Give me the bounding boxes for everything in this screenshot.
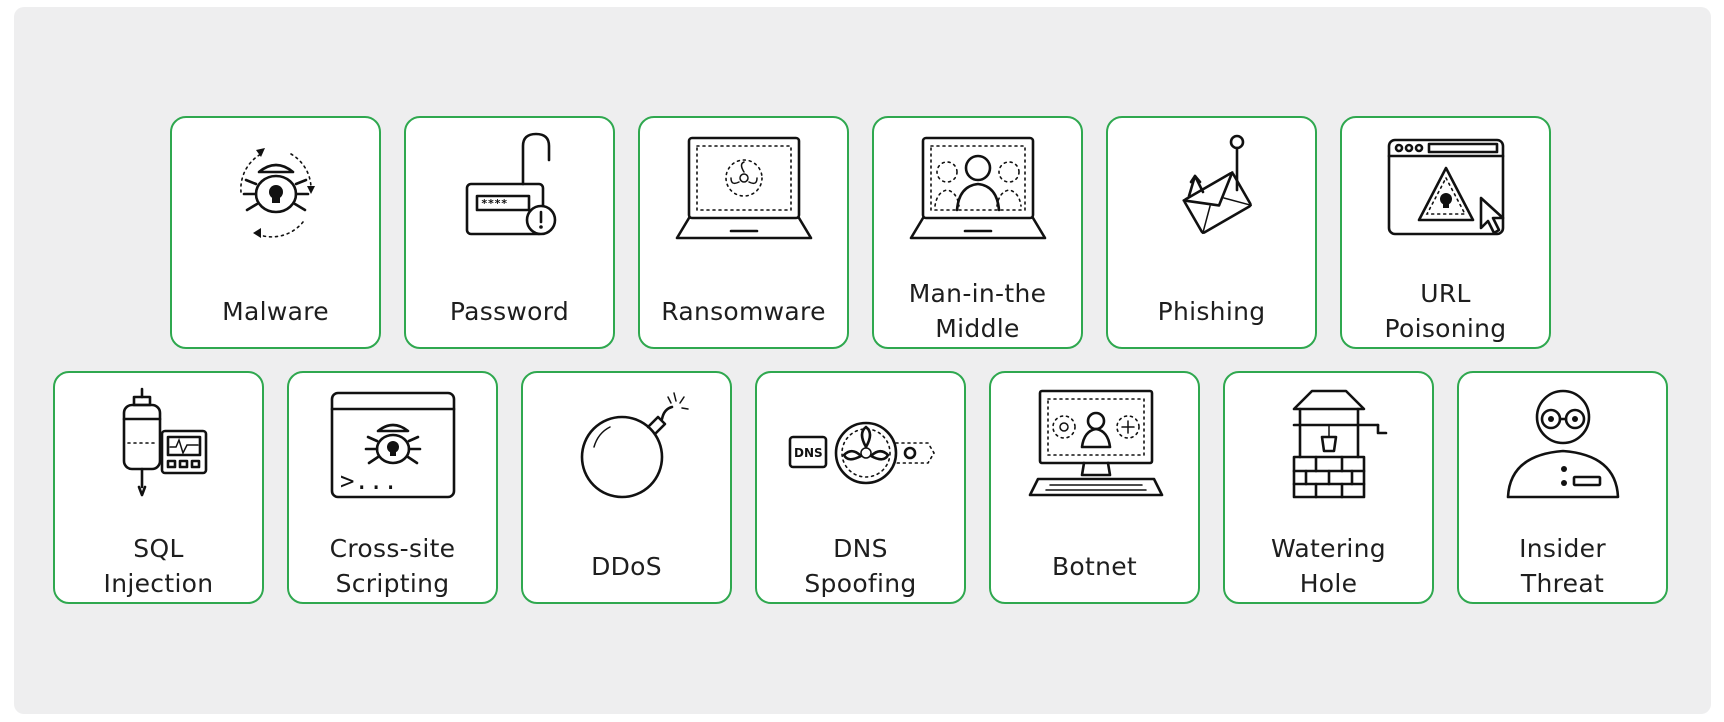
ransomware-laptop-icon [675, 136, 812, 240]
prompt-text: >... [340, 467, 398, 495]
botnet-computer-icon [1028, 389, 1163, 497]
phishing-hook-envelope-icon [1181, 134, 1252, 235]
card-label: Malware [222, 296, 329, 326]
card-password: **** Password [404, 116, 615, 349]
insider-threat-person-icon [1506, 389, 1619, 499]
dns-box-text: DNS [794, 446, 823, 460]
card-ddos: DDoS [521, 371, 732, 604]
malware-bug-icon [239, 148, 315, 238]
card-label: URL Poisoning [1384, 279, 1507, 343]
man-in-the-middle-laptop-icon [909, 136, 1046, 240]
card-watering-hole: Watering Hole [1223, 371, 1434, 604]
card-label: Botnet [1051, 551, 1138, 581]
card-malware: Malware [170, 116, 381, 349]
diagram-panel: Malware **** Password Ransomware [14, 7, 1711, 714]
card-url-poisoning: URL Poisoning [1340, 116, 1551, 349]
card-label: Password [449, 296, 570, 326]
card-botnet: Botnet [989, 371, 1200, 604]
sql-injection-iv-bag-icon [122, 387, 207, 497]
card-label: Man-in-the Middle [908, 279, 1047, 343]
card-man-in-the-middle: Man-in-the Middle [872, 116, 1083, 349]
card-cross-site-scripting: >... Cross-site Scripting [287, 371, 498, 604]
card-label: Watering Hole [1271, 534, 1386, 598]
card-label: Insider Threat [1519, 534, 1606, 598]
card-ransomware: Ransomware [638, 116, 849, 349]
password-padlock-icon: **** [465, 132, 556, 236]
card-label: SQL Injection [103, 534, 214, 598]
password-mask-text: **** [481, 197, 508, 210]
url-poisoning-browser-warning-icon [1387, 138, 1504, 236]
card-label: DNS Spoofing [804, 534, 917, 598]
cross-site-scripting-window-icon: >... [330, 391, 455, 499]
card-label: Ransomware [661, 296, 826, 326]
card-label: DDoS [591, 551, 662, 581]
watering-hole-well-icon [1292, 389, 1387, 499]
card-dns-spoofing: DNS DNS Spoofing [755, 371, 966, 604]
card-phishing: Phishing [1106, 116, 1317, 349]
card-label: Phishing [1157, 296, 1266, 326]
ddos-bomb-icon [580, 392, 689, 499]
card-sql-injection: SQL Injection [53, 371, 264, 604]
card-insider-threat: Insider Threat [1457, 371, 1668, 604]
card-label: Cross-site Scripting [329, 534, 456, 598]
dns-spoofing-icon: DNS [788, 421, 935, 485]
